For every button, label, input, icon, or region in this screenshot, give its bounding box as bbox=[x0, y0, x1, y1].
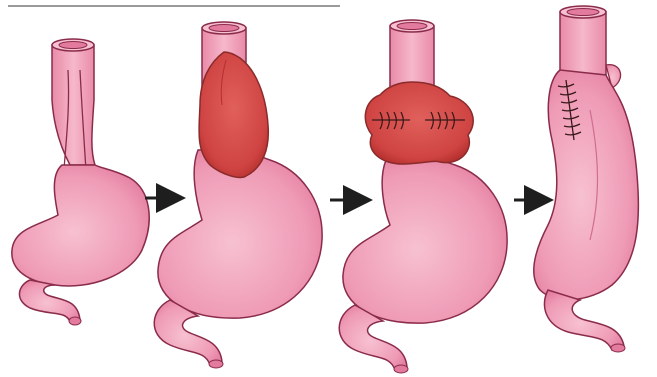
panel-1-stomach bbox=[12, 39, 149, 325]
fundus-flap bbox=[199, 52, 268, 177]
fundus-wrap bbox=[365, 82, 473, 164]
panel-3-stomach bbox=[339, 20, 507, 373]
panel-4-stomach bbox=[534, 6, 639, 352]
panel-2-stomach bbox=[154, 22, 322, 368]
